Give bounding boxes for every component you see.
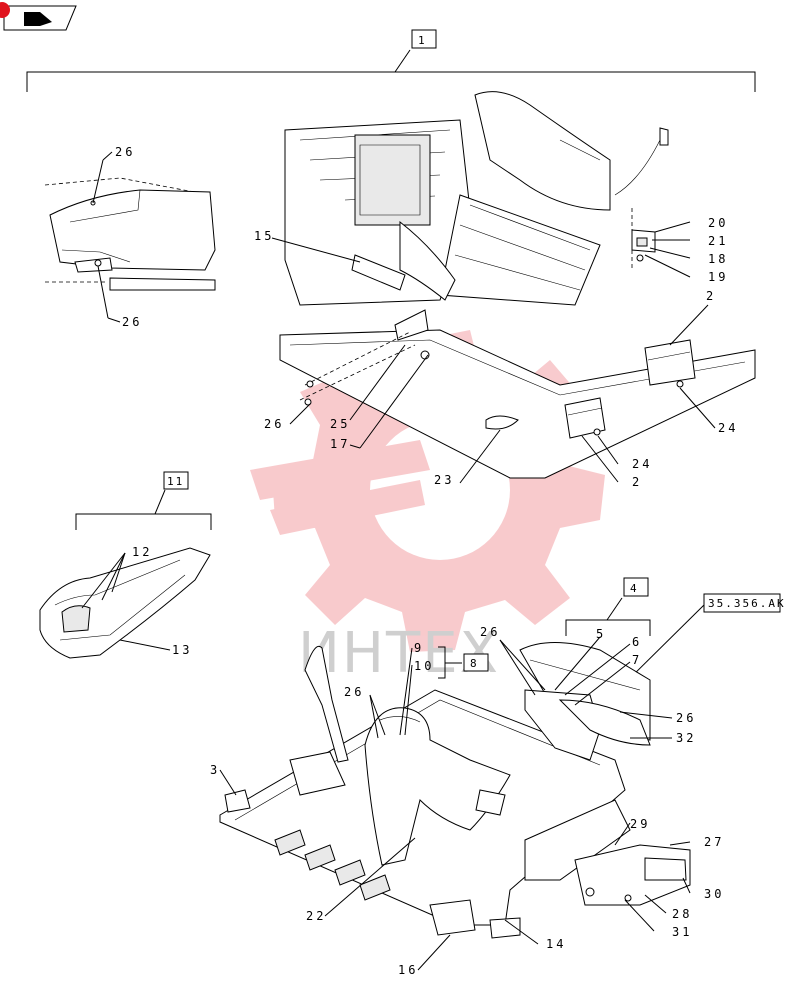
callout-5: 5 xyxy=(596,627,606,641)
upper-leader-lines xyxy=(271,221,716,484)
callout-31: 31 xyxy=(672,925,692,939)
group-bracket-1: 1 xyxy=(26,29,756,92)
lower-floor-assembly xyxy=(219,642,691,939)
callout-box-1: 1 xyxy=(418,34,427,47)
callout-box-11: 11 xyxy=(167,475,184,488)
callout-7: 7 xyxy=(632,653,642,667)
group-bracket-4: 4 35.356.AK xyxy=(565,577,786,689)
callout-20: 20 xyxy=(708,216,728,230)
callout-22: 22 xyxy=(306,909,326,923)
callout-29: 29 xyxy=(630,817,650,831)
callout-box-8: 8 xyxy=(470,657,479,670)
callout-box-4: 4 xyxy=(630,582,639,595)
callout-box-ref: 35.356.AK xyxy=(708,597,786,610)
callout-26f: 26 xyxy=(344,685,364,699)
callout-26a: 26 xyxy=(115,145,135,159)
callout-6: 6 xyxy=(632,635,642,649)
group-bracket-11: 11 xyxy=(39,471,212,659)
callout-26d: 26 xyxy=(480,625,500,639)
callout-26b: 26 xyxy=(122,315,142,329)
callout-21: 21 xyxy=(708,234,728,248)
callout-9: 9 xyxy=(414,641,424,655)
callout-16: 16 xyxy=(398,963,418,977)
callout-2a: 2 xyxy=(706,289,716,303)
callout-14: 14 xyxy=(546,937,566,951)
group-bracket-8: 8 xyxy=(438,646,489,679)
callout-26e: 26 xyxy=(676,711,696,725)
callout-2b: 2 xyxy=(632,475,642,489)
callout-18: 18 xyxy=(708,252,728,266)
callout-27: 27 xyxy=(704,835,724,849)
callout-10: 10 xyxy=(414,659,434,673)
callout-25: 25 xyxy=(330,417,350,431)
callout-30: 30 xyxy=(704,887,724,901)
lower-leader-lines xyxy=(219,636,691,971)
callout-23: 23 xyxy=(434,473,454,487)
callout-24a: 24 xyxy=(718,421,738,435)
callout-15: 15 xyxy=(254,229,274,243)
callout-13: 13 xyxy=(172,643,192,657)
callout-3: 3 xyxy=(210,763,220,777)
callout-32: 32 xyxy=(676,731,696,745)
callout-19: 19 xyxy=(708,270,728,284)
callout-17: 17 xyxy=(330,437,350,451)
callout-26c: 26 xyxy=(264,417,284,431)
callout-24b: 24 xyxy=(632,457,652,471)
callout-28: 28 xyxy=(672,907,692,921)
upper-left-cover-detail xyxy=(44,151,216,323)
callout-12: 12 xyxy=(132,545,152,559)
upper-floor-assembly xyxy=(279,91,756,479)
back-arrow-icon[interactable] xyxy=(0,2,77,31)
